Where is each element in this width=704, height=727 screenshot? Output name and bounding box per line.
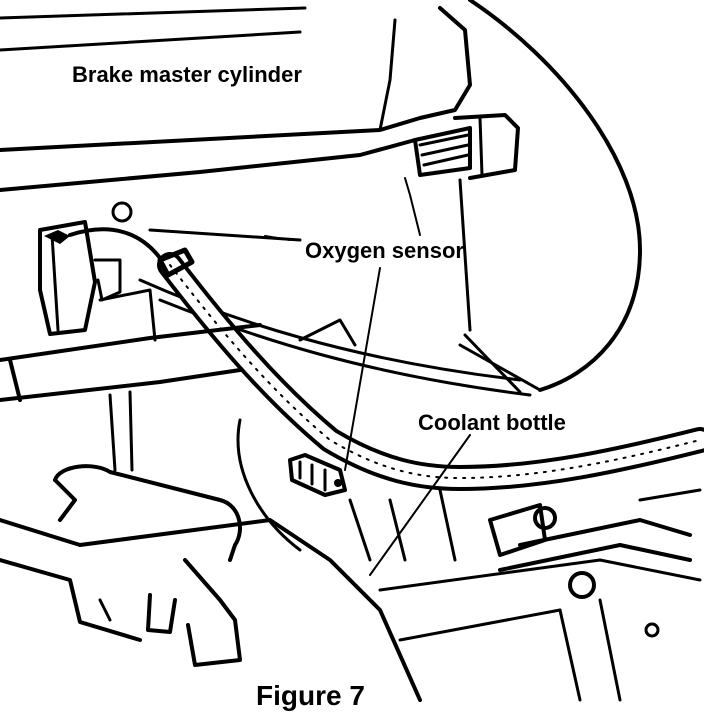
hood-lines xyxy=(0,6,307,52)
label-brake-master-cylinder: Brake master cylinder xyxy=(72,62,302,87)
label-oxygen-sensor: Oxygen sensor xyxy=(305,238,464,263)
exhaust-pipes xyxy=(0,288,262,472)
oxygen-sensor-connector xyxy=(38,201,133,336)
lower-right-brackets xyxy=(378,488,702,702)
label-coolant-bottle: Coolant bottle xyxy=(418,410,566,435)
leader-lines xyxy=(264,177,471,576)
corrugated-harness xyxy=(157,247,704,491)
coolant-bottle xyxy=(0,464,422,702)
frame-members xyxy=(236,318,457,562)
brake-master-cylinder xyxy=(0,6,520,192)
brake-booster xyxy=(458,0,642,394)
oxygen-sensor xyxy=(288,453,347,497)
figure-caption: Figure 7 xyxy=(256,680,365,711)
